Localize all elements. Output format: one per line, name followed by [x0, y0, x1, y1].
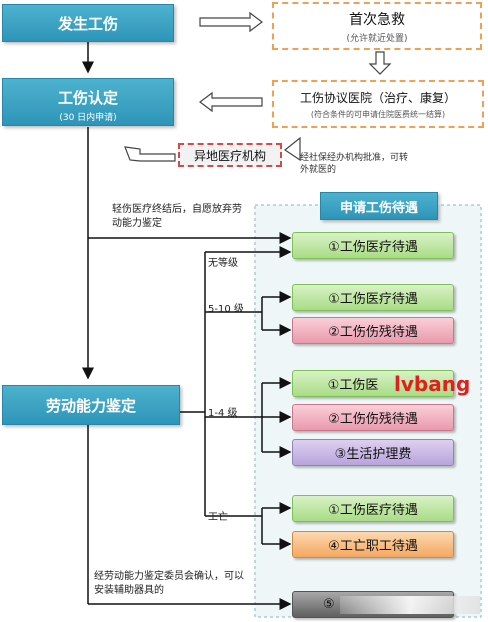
benefit-medical: ①工伤医疗待遇: [292, 284, 454, 311]
benefit-death: ④工亡职工待遇: [292, 531, 454, 558]
recognition-box: 工伤认定 (30 日内申请): [2, 78, 174, 126]
benefit-medical-label: ①工伤医疗待遇: [328, 292, 418, 307]
benefit-disability: ②工伤伤残待遇: [292, 404, 454, 431]
benefit-medical: ①工伤医疗待遇: [292, 232, 454, 259]
benefit-disability-label: ②工伤伤残待遇: [328, 412, 418, 427]
injury-label: 发生工伤: [57, 15, 118, 33]
hospital-label: 工伤协议医院（治疗、康复）: [299, 91, 456, 105]
benefit-disability: ②工伤伤残待遇: [292, 317, 454, 344]
remote-box: 异地医疗机构: [178, 143, 282, 167]
benefit-medical: ①工伤医: [292, 370, 454, 397]
assessment-box: 劳动能力鉴定: [2, 385, 180, 425]
first-aid-label: 首次急救: [349, 12, 405, 28]
benefit-care-fee: ③生活护理费: [292, 439, 454, 466]
benefit-medical-label: ①工伤医: [327, 378, 379, 393]
benefit-care-fee-label: ③生活护理费: [334, 447, 412, 462]
remote-note: 经社保经办机构批准，可转外就医的: [300, 153, 409, 175]
benefit-medical-label: ①工伤医疗待遇: [328, 240, 418, 255]
level-1-4-label: 1-4 级: [208, 408, 238, 419]
benefit-medical-label: ①工伤医疗待遇: [328, 503, 418, 518]
watermark: lvbang: [394, 372, 471, 396]
injury-box: 发生工伤: [2, 4, 174, 42]
level-death-label: 工亡: [208, 512, 228, 523]
level-none-label: 无等级: [208, 258, 238, 269]
benefit-medical: ①工伤医疗待遇: [292, 495, 454, 522]
light-injury-note: 轻伤医疗终结后，自愿放弃劳动能力鉴定: [112, 204, 242, 229]
recognition-label: 工伤认定: [57, 89, 118, 107]
benefit-disability-label: ②工伤伤残待遇: [328, 325, 418, 340]
apply-label: 申请工伤待遇: [339, 200, 418, 216]
first-aid-box: 首次急救 (允许就近处置): [272, 2, 482, 50]
blur-overlay: [340, 596, 480, 614]
first-aid-sub: (允许就近处置): [346, 34, 408, 44]
remote-label: 异地医疗机构: [193, 148, 266, 163]
recognition-sub: (30 日内申请): [59, 113, 117, 123]
hospital-sub: (符合条件的可申请住院医费统一结算): [310, 110, 446, 119]
benefit-death-label: ④工亡职工待遇: [328, 539, 418, 554]
device-note: 经劳动能力鉴定委员会确认，可以安装辅助器具的: [94, 571, 244, 596]
apply-box: 申请工伤待遇: [320, 192, 438, 220]
benefit-device-label: ⑤: [323, 597, 335, 612]
hospital-box: 工伤协议医院（治疗、康复） (符合条件的可申请住院医费统一结算): [272, 80, 484, 128]
assessment-label: 劳动能力鉴定: [45, 396, 136, 415]
level-5-10-label: 5-10 级: [208, 304, 244, 315]
